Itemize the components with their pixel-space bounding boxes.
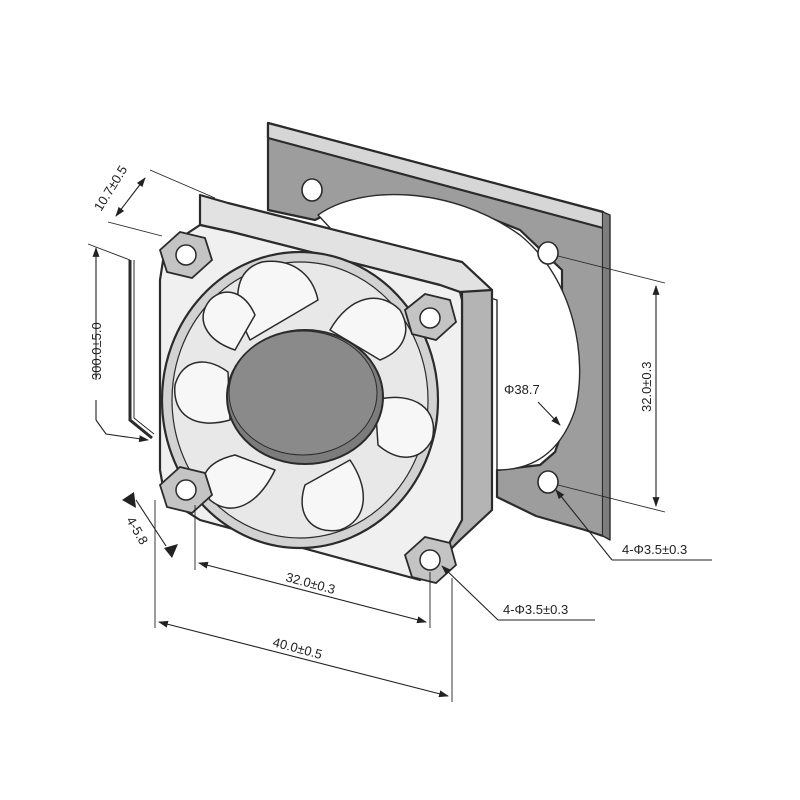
dim-shroud-label: Φ38.7	[504, 382, 540, 397]
blade	[202, 454, 276, 509]
plate-hole-bottom-right	[537, 470, 559, 494]
blade	[202, 291, 256, 351]
dim-plate-holes: 4-Φ3.5±0.3	[555, 489, 712, 561]
corner-hole-bottom-left	[158, 466, 214, 514]
fan-blades	[174, 260, 435, 532]
blade	[174, 361, 231, 424]
blade	[329, 297, 407, 361]
dim-vertical-spacing: 32.0±0.3	[557, 255, 666, 513]
dim-lead: 300.0±5.0	[87, 243, 149, 443]
dim-vertical-spacing-label: 32.0±0.3	[639, 361, 654, 412]
dim-horizontal-spacing-label: 32.0±0.3	[284, 569, 337, 597]
plate-hole-top-left	[301, 178, 323, 202]
blade	[301, 459, 364, 532]
corner-hole-top-right	[403, 293, 458, 341]
dim-plate-holes-label: 4-Φ3.5±0.3	[622, 542, 687, 557]
frame-corner-holes	[158, 231, 458, 584]
dim-depth-label: 10.7±0.5	[91, 163, 130, 214]
dim-frame-holes: 4-Φ3.5±0.3	[441, 565, 595, 621]
lead-wire	[128, 260, 153, 440]
dim-depth: 10.7±0.5	[91, 163, 216, 237]
plate-hole-top-right	[537, 241, 559, 265]
dim-shroud: Φ38.7	[504, 382, 561, 426]
dim-frame-holes-label: 4-Φ3.5±0.3	[503, 602, 568, 617]
dim-counterbore-label: 4-5.8	[123, 514, 151, 547]
corner-hole-top-left	[158, 231, 214, 279]
dim-lead-label: 300.0±5.0	[89, 322, 104, 380]
fan-hub	[226, 329, 384, 465]
blade	[374, 396, 435, 458]
